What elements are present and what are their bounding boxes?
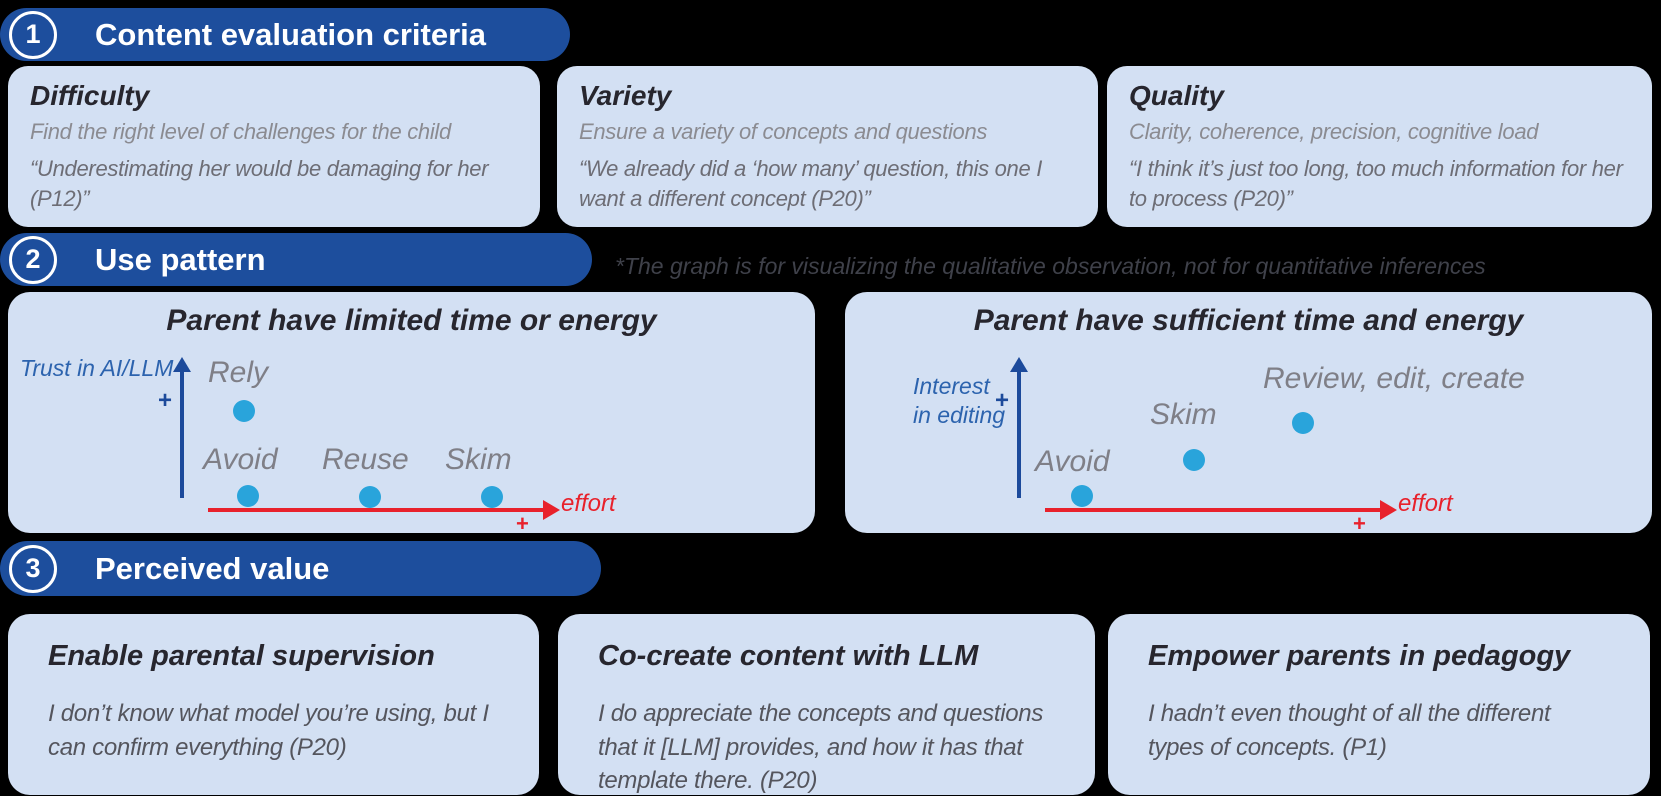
card-variety: Variety Ensure a variety of concepts and… [557,66,1098,227]
card-title: Enable parental supervision [48,640,435,672]
chart-panel-limited-time: Parent have limited time or energy Trust… [8,292,815,536]
section-title: Use pattern [95,241,266,277]
data-point-label: Review, edit, create [1263,362,1525,395]
card-title: Quality [1129,80,1224,111]
y-axis-arrow [1010,357,1028,498]
data-point-dot [1183,449,1205,471]
card-subtitle: Ensure a variety of concepts and questio… [579,119,988,144]
data-point-dot [237,485,259,507]
card-subtitle: Find the right level of challenges for t… [30,119,451,144]
section-header-perceived-value: 3 Perceived value [0,541,601,596]
card-quote: I do appreciate the concepts and questio… [598,700,1044,795]
y-axis-label: Interest in editing [913,373,1006,428]
data-point-dot [1292,412,1314,434]
qualitative-disclaimer-note: *The graph is for visualizing the qualit… [615,253,1486,279]
x-axis-label: effort [1398,490,1453,517]
data-point-label: Avoid [203,443,278,476]
x-axis-label: effort [561,490,616,517]
section-header-use-pattern: 2 Use pattern [0,233,592,286]
card-co-create-content-with-llm: Co-create content with LLM I do apprecia… [558,614,1095,795]
chart-title: Parent have sufficient time and energy [973,304,1524,337]
y-axis-plus-sign: + [158,387,173,414]
card-title: Co-create content with LLM [598,640,979,672]
x-axis-arrow [1045,500,1397,520]
y-axis-arrow [173,357,191,498]
card-quote: “We already did a ‘how many’ question, t… [579,156,1043,211]
x-axis-arrow [208,500,560,520]
chart-title: Parent have limited time or energy [166,304,657,337]
data-point-dot [481,486,503,508]
section-title: Content evaluation criteria [95,16,487,52]
card-quote: “Underestimating her would be damaging f… [30,156,489,211]
card-title: Variety [579,80,672,111]
section-number-badge-1: 1 [9,10,57,59]
x-axis-plus-sign: + [1353,511,1366,536]
card-subtitle: Clarity, coherence, precision, cognitive… [1129,119,1539,144]
y-axis-plus-sign: + [995,387,1010,414]
card-enable-parental-supervision: Enable parental supervision I don’t know… [8,614,539,795]
data-point-label: Skim [445,443,512,476]
section-number-badge-3: 3 [9,544,57,593]
data-point-label: Avoid [1035,445,1110,478]
data-point-dot [359,486,381,508]
card-empower-parents-in-pedagogy: Empower parents in pedagogy I hadn’t eve… [1108,614,1650,795]
data-point-dot [1071,485,1093,507]
card-quote: “I think it’s just too long, too much in… [1129,156,1623,211]
chart-panel-sufficient-time: Parent have sufficient time and energy I… [845,292,1652,536]
section-title: Perceived value [95,550,330,586]
x-axis-plus-sign: + [516,511,529,536]
section-number-badge-2: 2 [9,235,57,284]
y-axis-label: Trust in AI/LLM [20,355,174,381]
card-title: Difficulty [30,80,150,111]
section-header-content-evaluation-criteria: 1 Content evaluation criteria [0,8,570,61]
data-point-dot [233,400,255,422]
card-title: Empower parents in pedagogy [1148,640,1571,672]
card-quote: I don’t know what model you’re using, bu… [48,700,489,761]
card-difficulty: Difficulty Find the right level of chall… [8,66,540,227]
data-point-label: Reuse [322,443,409,476]
card-quote: I hadn’t even thought of all the differe… [1148,700,1551,761]
data-point-label: Rely [208,356,269,389]
data-point-label: Skim [1150,398,1217,431]
card-quality: Quality Clarity, coherence, precision, c… [1107,66,1652,227]
